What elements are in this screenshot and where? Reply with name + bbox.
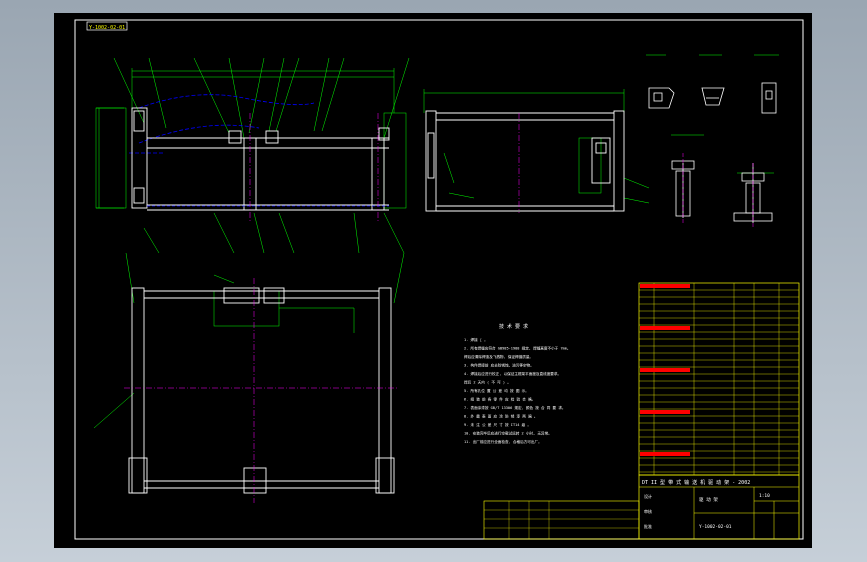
note-line: 焊后应清除焊渣及飞溅物, 保证焊缝质量。 xyxy=(464,354,533,359)
note-line: 7. 表面涂漆按 GB/T 13306 规定, 颜色 按 合 同 要 求。 xyxy=(464,405,566,410)
designer-label: 设计 xyxy=(644,493,652,499)
drawing-title: DT II 型 带 式 输 送 机 驱 动 架 - 2002 xyxy=(642,479,750,486)
note-line: 4. 焊接后应进行校正, 以保证主框架平面度及直线度要求。 xyxy=(464,371,561,376)
checker-label: 审核 xyxy=(644,508,652,514)
title-block: DT II 型 带 式 输 送 机 驱 动 架 - 2002 驱 动 架 Y-1… xyxy=(483,474,800,540)
note-line: 1. 焊接 [ 。 xyxy=(464,337,488,342)
drawing-canvas: Y-1002-02-01 xyxy=(74,19,804,540)
scale: 1:10 xyxy=(759,493,770,499)
note-line: 10. 安装完毕后应进行空载试运转 2 小时, 无异常。 xyxy=(464,431,552,436)
cad-viewport[interactable]: Y-1002-02-01 xyxy=(54,13,812,548)
part-name: 驱 动 架 xyxy=(699,496,718,503)
plan-view xyxy=(93,252,405,503)
drawing-number: Y-1002-02-01 xyxy=(699,524,732,530)
note-line: 9. 未 注 公 差 尺 寸 按 IT14 级 。 xyxy=(464,422,531,427)
note-line: 焊后 2 天内 ( 不 可 ) 。 xyxy=(464,380,511,385)
drawing-border xyxy=(74,19,804,540)
frame-tag-box xyxy=(86,21,128,31)
note-line: 5. 所有孔位 置 公 差 均 按 图 示。 xyxy=(464,388,529,393)
note-line: 2. 所有焊缝应符合 GB985-1988 规定, 焊缝高度不小于 7mm。 xyxy=(464,346,571,351)
technical-notes: 技 术 要 求 1. 焊接 [ 。 2. 所有焊缝应符合 GB985-1988 规… xyxy=(464,323,571,444)
note-line: 8. 外 露 表 面 应 涂 防 锈 漆 两 遍 。 xyxy=(464,414,537,419)
note-line: 6. 组 装 前 各 零 件 应 检 验 合 格。 xyxy=(464,397,535,402)
side-view xyxy=(423,89,650,213)
approver-label: 批准 xyxy=(644,523,652,529)
notes-title: 技 术 要 求 xyxy=(499,323,528,330)
detail-views xyxy=(646,54,779,228)
front-view xyxy=(95,57,410,254)
note-line: 11. 出厂前应进行全面检查, 合格后方可出厂。 xyxy=(464,439,542,444)
note-line: 3. 构件焊接前 应去除锈蚀、油污等杂物。 xyxy=(464,363,534,368)
frame-tag: Y-1002-02-01 xyxy=(89,25,125,31)
parts-list xyxy=(638,282,800,476)
